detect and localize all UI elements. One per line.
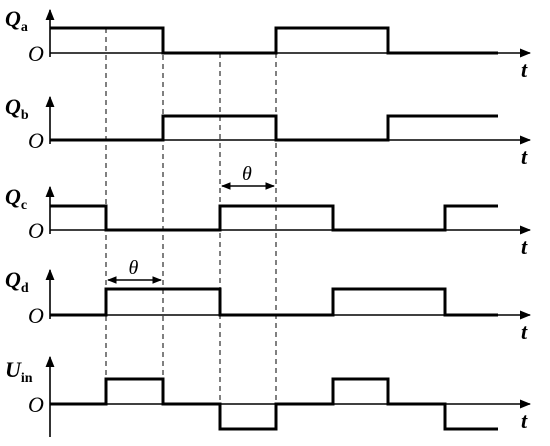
origin-label: O <box>28 128 44 153</box>
origin-label: O <box>28 392 44 417</box>
time-label: t <box>521 408 528 433</box>
origin-label: O <box>28 218 44 243</box>
time-label: t <box>521 144 528 169</box>
time-label: t <box>521 234 528 259</box>
signal-label: Qc <box>5 184 27 213</box>
origin-label: O <box>28 41 44 66</box>
waveform-qb <box>50 114 498 142</box>
theta-label: θ <box>129 257 139 279</box>
waveform-qd <box>50 287 498 317</box>
theta-label: θ <box>242 163 252 185</box>
signal-label: Qb <box>5 94 29 123</box>
signal-label: Qd <box>5 267 29 296</box>
signal-label: Qa <box>5 6 28 35</box>
time-label: t <box>521 57 528 82</box>
theta-markers: θθ <box>107 163 275 284</box>
signal-label: Uin <box>5 357 33 386</box>
waveform-qa <box>50 26 498 55</box>
time-label: t <box>521 319 528 344</box>
waveform-uin <box>50 377 498 431</box>
origin-label: O <box>28 303 44 328</box>
waveform-qc <box>50 204 498 232</box>
